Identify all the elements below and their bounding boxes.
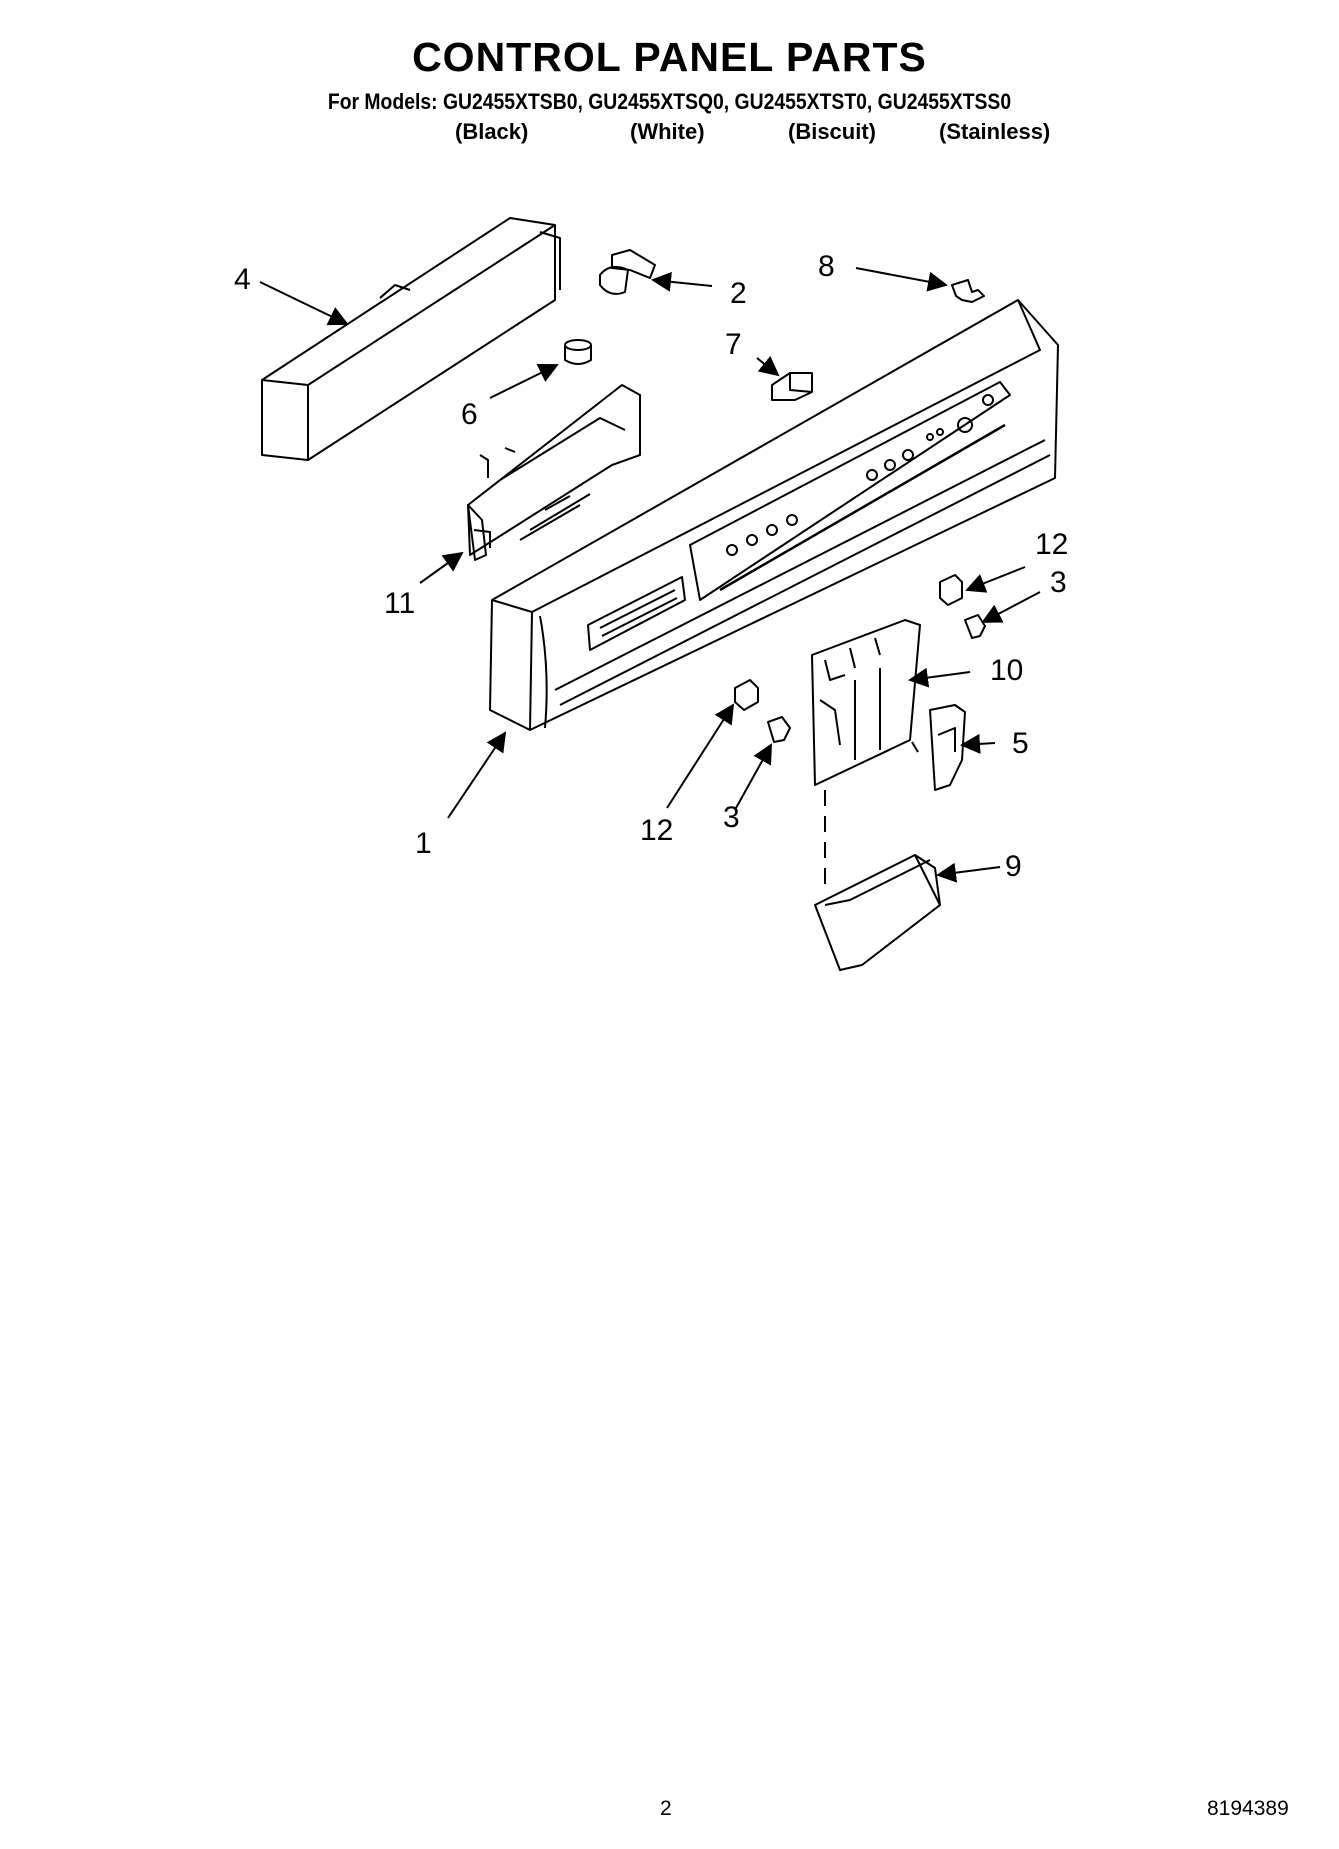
callout-8: 8 <box>818 250 835 283</box>
part-4-cover <box>261 217 561 461</box>
part-8-screw <box>951 279 985 303</box>
part-10-bracket <box>811 619 921 786</box>
callout-5: 5 <box>1012 727 1029 760</box>
callout-6: 6 <box>461 398 478 431</box>
part-11-control-board <box>467 384 641 561</box>
callout-3-lower: 3 <box>723 801 740 834</box>
color-black: (Black) <box>455 119 529 144</box>
part-9-bracket <box>814 854 941 971</box>
part-3-screw-lower <box>767 716 791 743</box>
color-biscuit: (Biscuit) <box>788 119 876 144</box>
page-title: CONTROL PANEL PARTS <box>412 34 927 80</box>
callout-4: 4 <box>234 263 251 296</box>
part-6-cap <box>564 339 592 365</box>
alignment-lines <box>824 741 919 890</box>
part-12-block-lower <box>734 679 759 711</box>
callout-12-lower: 12 <box>640 814 673 847</box>
leader-lines <box>259 267 1041 883</box>
callout-11: 11 <box>384 587 415 620</box>
callout-10: 10 <box>990 654 1023 687</box>
callout-9: 9 <box>1005 850 1022 883</box>
color-stainless: (Stainless) <box>939 119 1051 144</box>
part-3-screw-upper <box>964 614 986 639</box>
callout-12-upper: 12 <box>1035 528 1068 561</box>
part-12-block-upper <box>939 574 963 606</box>
part-5-bracket <box>929 704 966 791</box>
callout-7: 7 <box>725 328 742 361</box>
color-white: (White) <box>630 119 705 144</box>
part-7-clip <box>771 372 813 401</box>
part-2-clip <box>599 249 656 295</box>
models-line: For Models: GU2455XTSB0, GU2455XTSQ0, GU… <box>327 89 1012 114</box>
page-number: 2 <box>660 1797 672 1820</box>
callout-2: 2 <box>730 277 747 310</box>
document-number: 8194389 <box>1207 1797 1289 1820</box>
callout-1: 1 <box>415 827 432 860</box>
callout-3-upper: 3 <box>1050 566 1067 599</box>
part-1-console <box>489 299 1059 731</box>
